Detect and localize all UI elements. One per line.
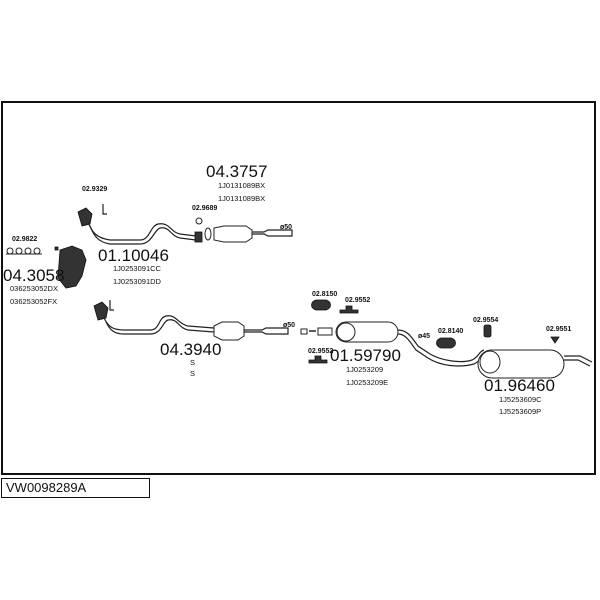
diagram-frame bbox=[1, 101, 596, 475]
oe-ref-upper-catalyst-1: 1J0131089BX bbox=[218, 181, 266, 190]
front-pipe-flange bbox=[77, 207, 93, 227]
part-number-rear-silencer: 01.96460 bbox=[484, 376, 555, 395]
hanger-mid-b-icon bbox=[308, 355, 328, 364]
diameter-rear: ø45 bbox=[418, 333, 431, 340]
diameter-lower: ø50 bbox=[283, 322, 296, 329]
diameter-upper: ø50 bbox=[280, 224, 293, 231]
system-code: VW0098289A bbox=[1, 478, 150, 498]
lower-catalyst-drawing bbox=[93, 300, 289, 341]
oe-ref-rear-silencer-2: 1J5253609P bbox=[499, 407, 542, 416]
accessory-gasket-set: 02.9822 bbox=[12, 236, 38, 243]
oe-ref-upper-catalyst-2: 1J0131089BX bbox=[218, 194, 266, 203]
clamp-mid-icon bbox=[311, 299, 331, 311]
hanger-rear-a-icon bbox=[483, 324, 492, 338]
accessory-clamp-rear: 02.8140 bbox=[438, 328, 464, 335]
manifold-drawing bbox=[6, 245, 87, 289]
accessory-ring-gasket: 02.9689 bbox=[192, 205, 218, 212]
oe-ref-manifold-1: 036253052DX bbox=[10, 284, 58, 293]
oe-ref-front-pipe-1: 1J0253091CC bbox=[113, 264, 161, 273]
rear-silencer-drawing bbox=[427, 324, 593, 379]
clamp-rear-icon bbox=[436, 337, 456, 349]
oe-ref-front-pipe-2: 1J0253091DD bbox=[113, 277, 161, 286]
accessory-bracket-front: 02.9329 bbox=[82, 186, 108, 193]
front-pipe-end-flange bbox=[194, 231, 203, 243]
oe-ref-middle-silencer-1: 1J0253209 bbox=[346, 365, 384, 374]
ring-gasket-upper bbox=[204, 227, 212, 241]
accessory-hanger-mid-b: 02.9552 bbox=[308, 348, 334, 355]
oe-ref-manifold-2: 036253052FX bbox=[10, 297, 58, 306]
accessory-hanger-mid-a: 02.9552 bbox=[345, 297, 371, 304]
oe-ref-lower-catalyst-1: S bbox=[190, 358, 196, 367]
middle-silencer-drawing bbox=[300, 299, 431, 364]
part-number-lower-catalyst: 04.3940 bbox=[160, 340, 222, 359]
part-number-upper-catalyst: 04.3757 bbox=[206, 162, 268, 181]
oe-ref-middle-silencer-2: 1J0253209E bbox=[346, 378, 389, 387]
front-pipe-bracket bbox=[102, 204, 107, 215]
hanger-mid-a-icon bbox=[339, 305, 359, 314]
oe-ref-rear-silencer-1: 1J5253609C bbox=[499, 395, 542, 404]
accessory-hanger-rear-b: 02.9551 bbox=[546, 326, 572, 333]
accessory-clamp-mid: 02.8150 bbox=[312, 291, 338, 298]
ring-gasket-icon bbox=[195, 217, 203, 225]
part-number-manifold: 04.3058 bbox=[3, 266, 65, 285]
part-number-front-pipe: 01.10046 bbox=[98, 246, 169, 265]
gasket-set-icon bbox=[6, 247, 42, 255]
front-pipe-drawing bbox=[77, 204, 203, 245]
hanger-rear-b-icon bbox=[550, 336, 560, 344]
upper-catalyst-drawing bbox=[195, 217, 293, 243]
accessory-hanger-rear-a: 02.9554 bbox=[473, 317, 499, 324]
oe-ref-lower-catalyst-2: S bbox=[190, 369, 196, 378]
part-number-middle-silencer: 01.59790 bbox=[330, 346, 401, 365]
